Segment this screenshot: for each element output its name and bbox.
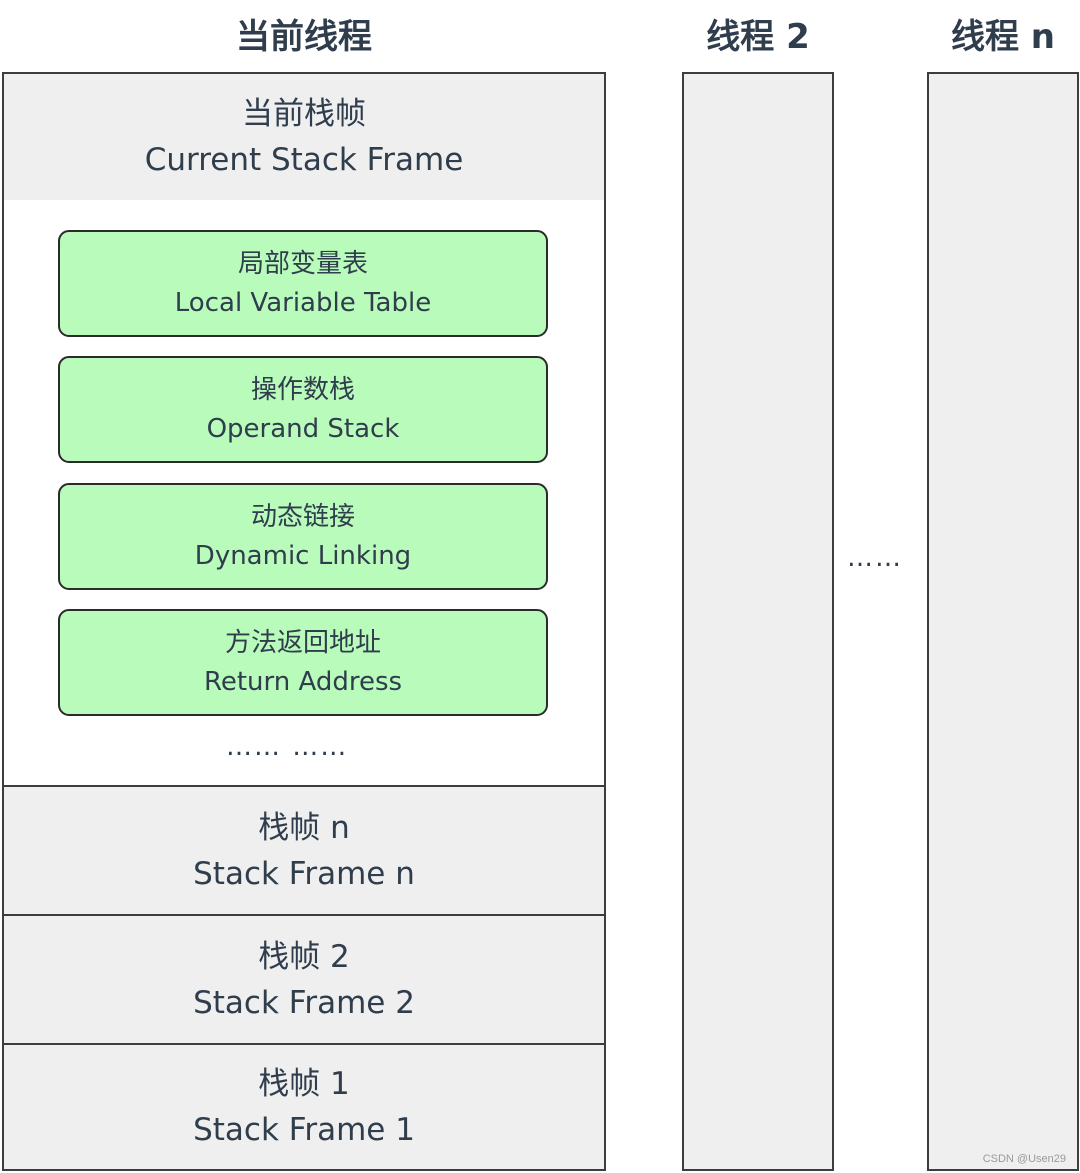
stack-frame-1: 栈帧 1 Stack Frame 1 bbox=[2, 1043, 606, 1171]
current-stack-frame-zh: 当前栈帧 bbox=[242, 96, 366, 132]
thread-2-stack bbox=[682, 72, 834, 1171]
stack-frame-label-en: Stack Frame 2 bbox=[193, 984, 415, 1021]
thread-2-title: 线程 2 bbox=[706, 17, 810, 57]
part-label-zh: 方法返回地址 bbox=[224, 627, 381, 658]
stack-frame-label-en: Stack Frame n bbox=[193, 855, 415, 892]
part-label-en: Operand Stack bbox=[206, 413, 400, 444]
stack-frame-label-zh: 栈帧 2 bbox=[258, 938, 350, 975]
part-label-en: Local Variable Table bbox=[174, 287, 432, 318]
stack-frame-label-zh: 栈帧 n bbox=[258, 809, 350, 846]
stack-frame-n: 栈帧 n Stack Frame n bbox=[2, 785, 606, 916]
stack-frame-label-zh: 栈帧 1 bbox=[258, 1066, 350, 1102]
thread-n-title: 线程 n bbox=[950, 17, 1056, 57]
part-label-zh: 局部变量表 bbox=[237, 248, 368, 279]
operand-stack: 操作数栈 Operand Stack bbox=[58, 356, 548, 463]
current-stack-frame-en: Current Stack Frame bbox=[144, 142, 464, 178]
stack-frame-label-en: Stack Frame 1 bbox=[193, 1112, 415, 1148]
stack-frame-2: 栈帧 2 Stack Frame 2 bbox=[2, 914, 606, 1045]
part-label-zh: 操作数栈 bbox=[250, 374, 355, 405]
threads-ellipsis: …… bbox=[847, 543, 903, 573]
frame-parts-ellipsis: …… …… bbox=[226, 732, 349, 762]
current-thread-title: 当前线程 bbox=[236, 17, 372, 57]
watermark: CSDN @Usen29 bbox=[982, 1153, 1066, 1165]
current-stack-frame-header: 当前栈帧 Current Stack Frame bbox=[2, 72, 606, 202]
dynamic-linking: 动态链接 Dynamic Linking bbox=[58, 483, 548, 590]
part-label-zh: 动态链接 bbox=[250, 501, 355, 532]
part-label-en: Dynamic Linking bbox=[194, 540, 412, 571]
local-variable-table: 局部变量表 Local Variable Table bbox=[58, 230, 548, 337]
part-label-en: Return Address bbox=[203, 666, 403, 697]
return-address: 方法返回地址 Return Address bbox=[58, 609, 548, 716]
thread-n-stack bbox=[927, 72, 1079, 1171]
